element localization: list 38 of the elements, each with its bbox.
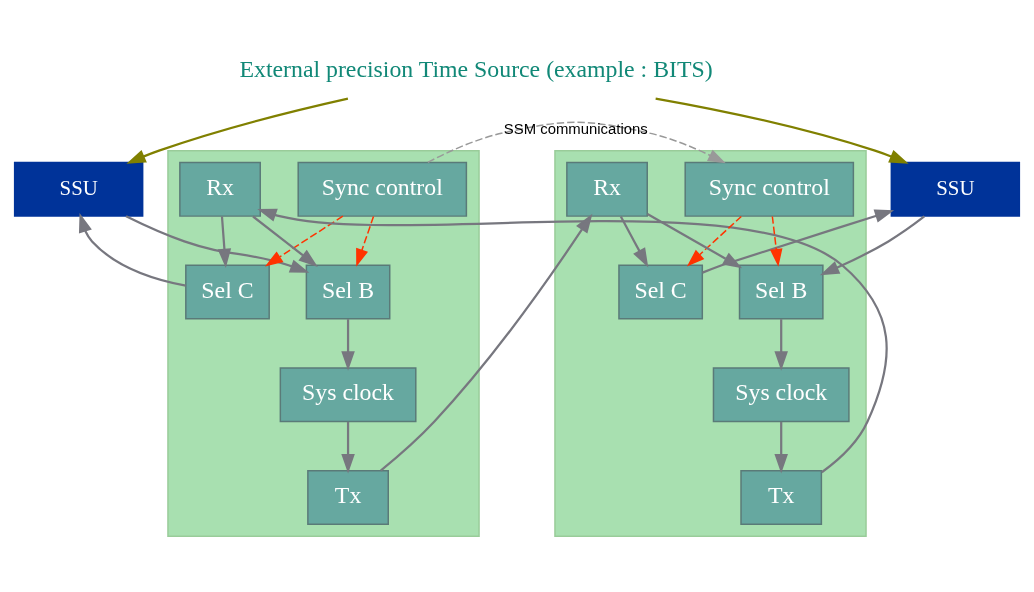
node-text: External precision Time Source (example : BITS): [239, 55, 713, 82]
node-box: Rx: [566, 161, 648, 217]
node-box: Sys clock: [279, 366, 417, 422]
arrow: [257, 208, 888, 473]
arrow: [702, 209, 895, 274]
arrow: [341, 318, 355, 371]
arrow: [125, 214, 310, 273]
arrow: [380, 213, 593, 471]
arrow: [770, 215, 783, 267]
arrow: [356, 215, 375, 267]
node-box: Sel C: [185, 264, 270, 320]
node-box: Sel B: [738, 264, 824, 320]
node-box: SSU: [890, 161, 1021, 217]
arrow: [78, 212, 186, 287]
arrow: [126, 97, 349, 164]
arrow: [427, 121, 726, 163]
node-box: Sync control: [684, 161, 855, 217]
arrow: [619, 215, 649, 268]
node-box: SSU: [13, 161, 144, 217]
arrow: [646, 212, 743, 268]
arrow: [341, 421, 355, 473]
arrow: [774, 318, 788, 371]
node-box: Sel B: [305, 264, 391, 320]
arrow: [217, 215, 232, 268]
node-box: Sel C: [618, 264, 704, 320]
node-box: Sync control: [297, 161, 468, 217]
arrow: [265, 215, 344, 266]
node-box: Sys clock: [712, 366, 850, 422]
arrow: [686, 215, 743, 266]
node-box: Tx: [740, 469, 823, 525]
arrow: [819, 215, 925, 275]
node-box: Rx: [179, 161, 261, 217]
node-box: Tx: [307, 469, 389, 525]
cluster: [167, 149, 480, 537]
arrow: [252, 215, 318, 267]
arrow: [774, 421, 788, 473]
arrow: [655, 96, 909, 164]
edge-label: SSM communications: [503, 120, 648, 137]
